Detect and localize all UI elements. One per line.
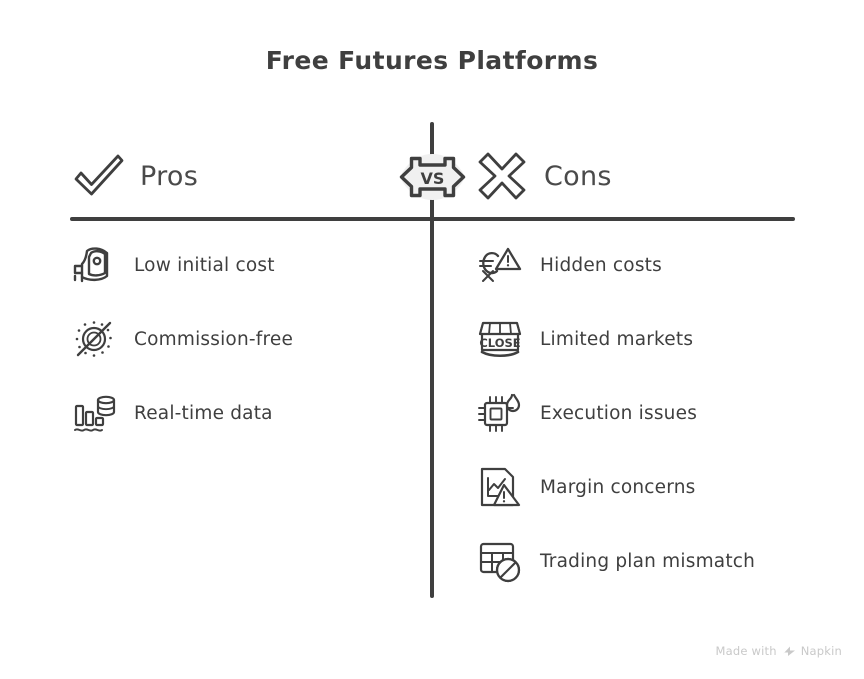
watermark-brand: Napkin: [800, 644, 842, 658]
vs-hexagon-icon: VS: [399, 154, 466, 200]
pros-column-header: Pros: [70, 148, 198, 204]
list-item-label: Limited markets: [540, 328, 694, 350]
list-item: Execution issues: [474, 391, 824, 435]
list-item: Margin concerns: [474, 465, 824, 509]
watermark-prefix: Made with: [715, 644, 777, 658]
list-item: Hidden costs: [474, 243, 824, 287]
list-item-label: Low initial cost: [134, 254, 275, 276]
napkin-logo-icon: [782, 645, 796, 657]
page-title: Free Futures Platforms: [265, 46, 599, 75]
list-item-label: Hidden costs: [540, 254, 662, 276]
list-item-label: Trading plan mismatch: [540, 550, 756, 572]
napkin-watermark: Made with Napkin: [716, 644, 843, 658]
document-chart-warning-icon: [474, 464, 526, 510]
euro-warning-icon: [474, 242, 526, 288]
cons-column-header: Cons: [474, 148, 612, 204]
list-item: Commission-free: [68, 317, 408, 361]
piggy-bank-coin-icon: [68, 242, 120, 288]
list-item: CLOSE Limited markets: [474, 317, 824, 361]
shop-closed-icon: CLOSE: [474, 316, 526, 362]
vs-label: VS: [421, 169, 445, 188]
list-item: Trading plan mismatch: [474, 539, 824, 583]
cons-list: Hidden costs CLOSE Limited markets: [474, 243, 824, 583]
vertical-divider: [430, 122, 434, 598]
bar-chart-database-icon: [68, 390, 120, 436]
pros-header-label: Pros: [140, 160, 199, 192]
coin-slashed-icon: [68, 316, 120, 362]
checkmark-icon: [70, 148, 126, 204]
vs-badge: VS: [398, 146, 467, 208]
list-item: Real-time data: [68, 391, 408, 435]
list-item-label: Margin concerns: [540, 476, 696, 498]
cpu-flame-icon: [474, 390, 526, 436]
shop-closed-label: CLOSE: [479, 336, 520, 350]
list-item-label: Real-time data: [134, 402, 273, 424]
list-item-label: Commission-free: [134, 328, 294, 350]
cons-header-label: Cons: [544, 160, 612, 192]
list-item-label: Execution issues: [540, 402, 698, 424]
list-item: Low initial cost: [68, 243, 408, 287]
cross-x-icon: [474, 148, 530, 204]
pros-list: Low initial cost: [68, 243, 408, 435]
table-prohibited-icon: [474, 538, 526, 584]
